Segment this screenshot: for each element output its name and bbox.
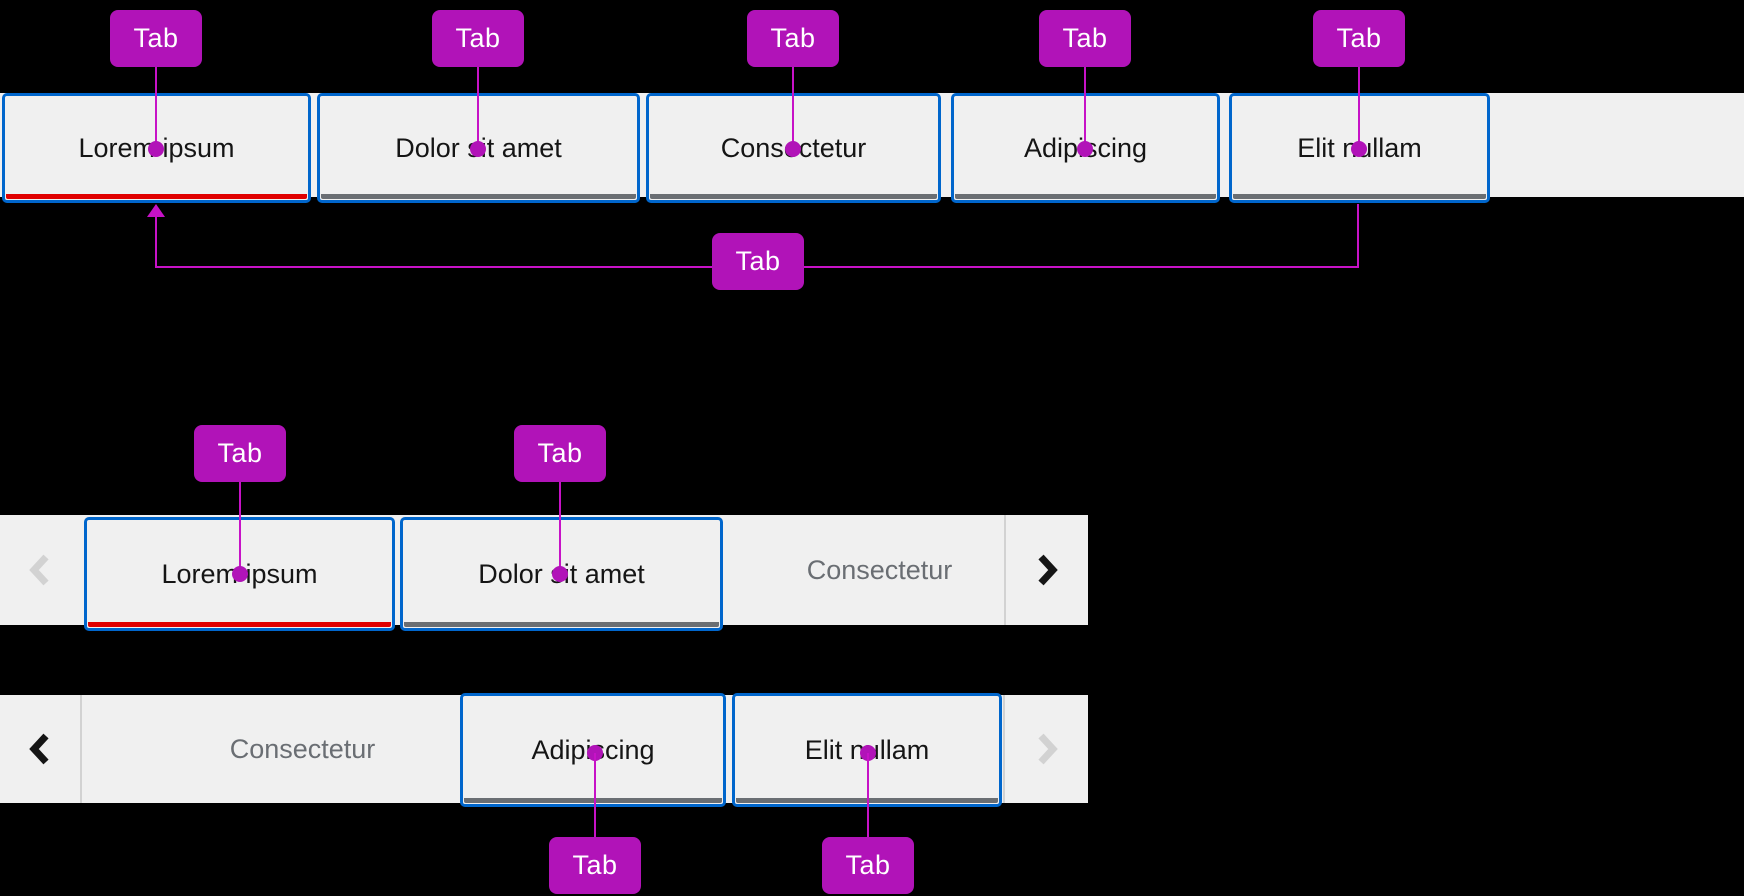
annotation-badge-tab: Tab [1313, 10, 1405, 67]
annotation-line [867, 753, 869, 837]
annotation-badge-tab: Tab [822, 837, 914, 894]
annotation-dot [1077, 141, 1093, 157]
angle-left-icon [28, 732, 52, 766]
annotation-line [1084, 67, 1086, 149]
annotation-line [559, 482, 561, 574]
annotation-badge-tab: Tab [549, 837, 641, 894]
scroll-left-button-disabled[interactable] [0, 515, 80, 625]
annotation-line [155, 215, 157, 267]
annotation-dot [552, 566, 568, 582]
annotation-line [1357, 204, 1359, 267]
annotation-arrowhead-up [147, 204, 165, 217]
annotation-badge-tab: Tab [1039, 10, 1131, 67]
annotation-line [792, 67, 794, 149]
annotation-badge-tab: Tab [712, 233, 804, 290]
scroll-left-button[interactable] [0, 695, 80, 803]
annotation-badge-tab: Tab [747, 10, 839, 67]
annotation-dot [785, 141, 801, 157]
annotation-badge-tab: Tab [110, 10, 202, 67]
scroll-divider [1004, 515, 1006, 625]
annotation-dot [232, 566, 248, 582]
tab-label: Consectetur [806, 554, 953, 585]
annotation-badge-tab: Tab [432, 10, 524, 67]
scroll-right-button-disabled[interactable] [1005, 695, 1088, 803]
annotation-line [239, 482, 241, 574]
angle-right-icon [1035, 732, 1059, 766]
angle-left-icon [28, 553, 52, 587]
annotation-line [1358, 67, 1360, 149]
annotation-badge-tab: Tab [194, 425, 286, 482]
annotation-line [477, 67, 479, 149]
tab-label: Consectetur [229, 733, 376, 764]
annotation-line [155, 67, 157, 149]
annotation-dot [470, 141, 486, 157]
angle-right-icon [1035, 553, 1059, 587]
tab-consectetur-scrolled[interactable]: Consectetur [82, 695, 458, 803]
tab-consectetur-scrolled[interactable]: Consectetur [723, 515, 1004, 625]
scroll-right-button[interactable] [1006, 515, 1088, 625]
annotation-line [594, 753, 596, 837]
annotation-dot [148, 141, 164, 157]
scroll-divider [1003, 695, 1005, 803]
annotation-dot [1351, 141, 1367, 157]
annotation-badge-tab: Tab [514, 425, 606, 482]
scroll-divider [80, 695, 82, 803]
